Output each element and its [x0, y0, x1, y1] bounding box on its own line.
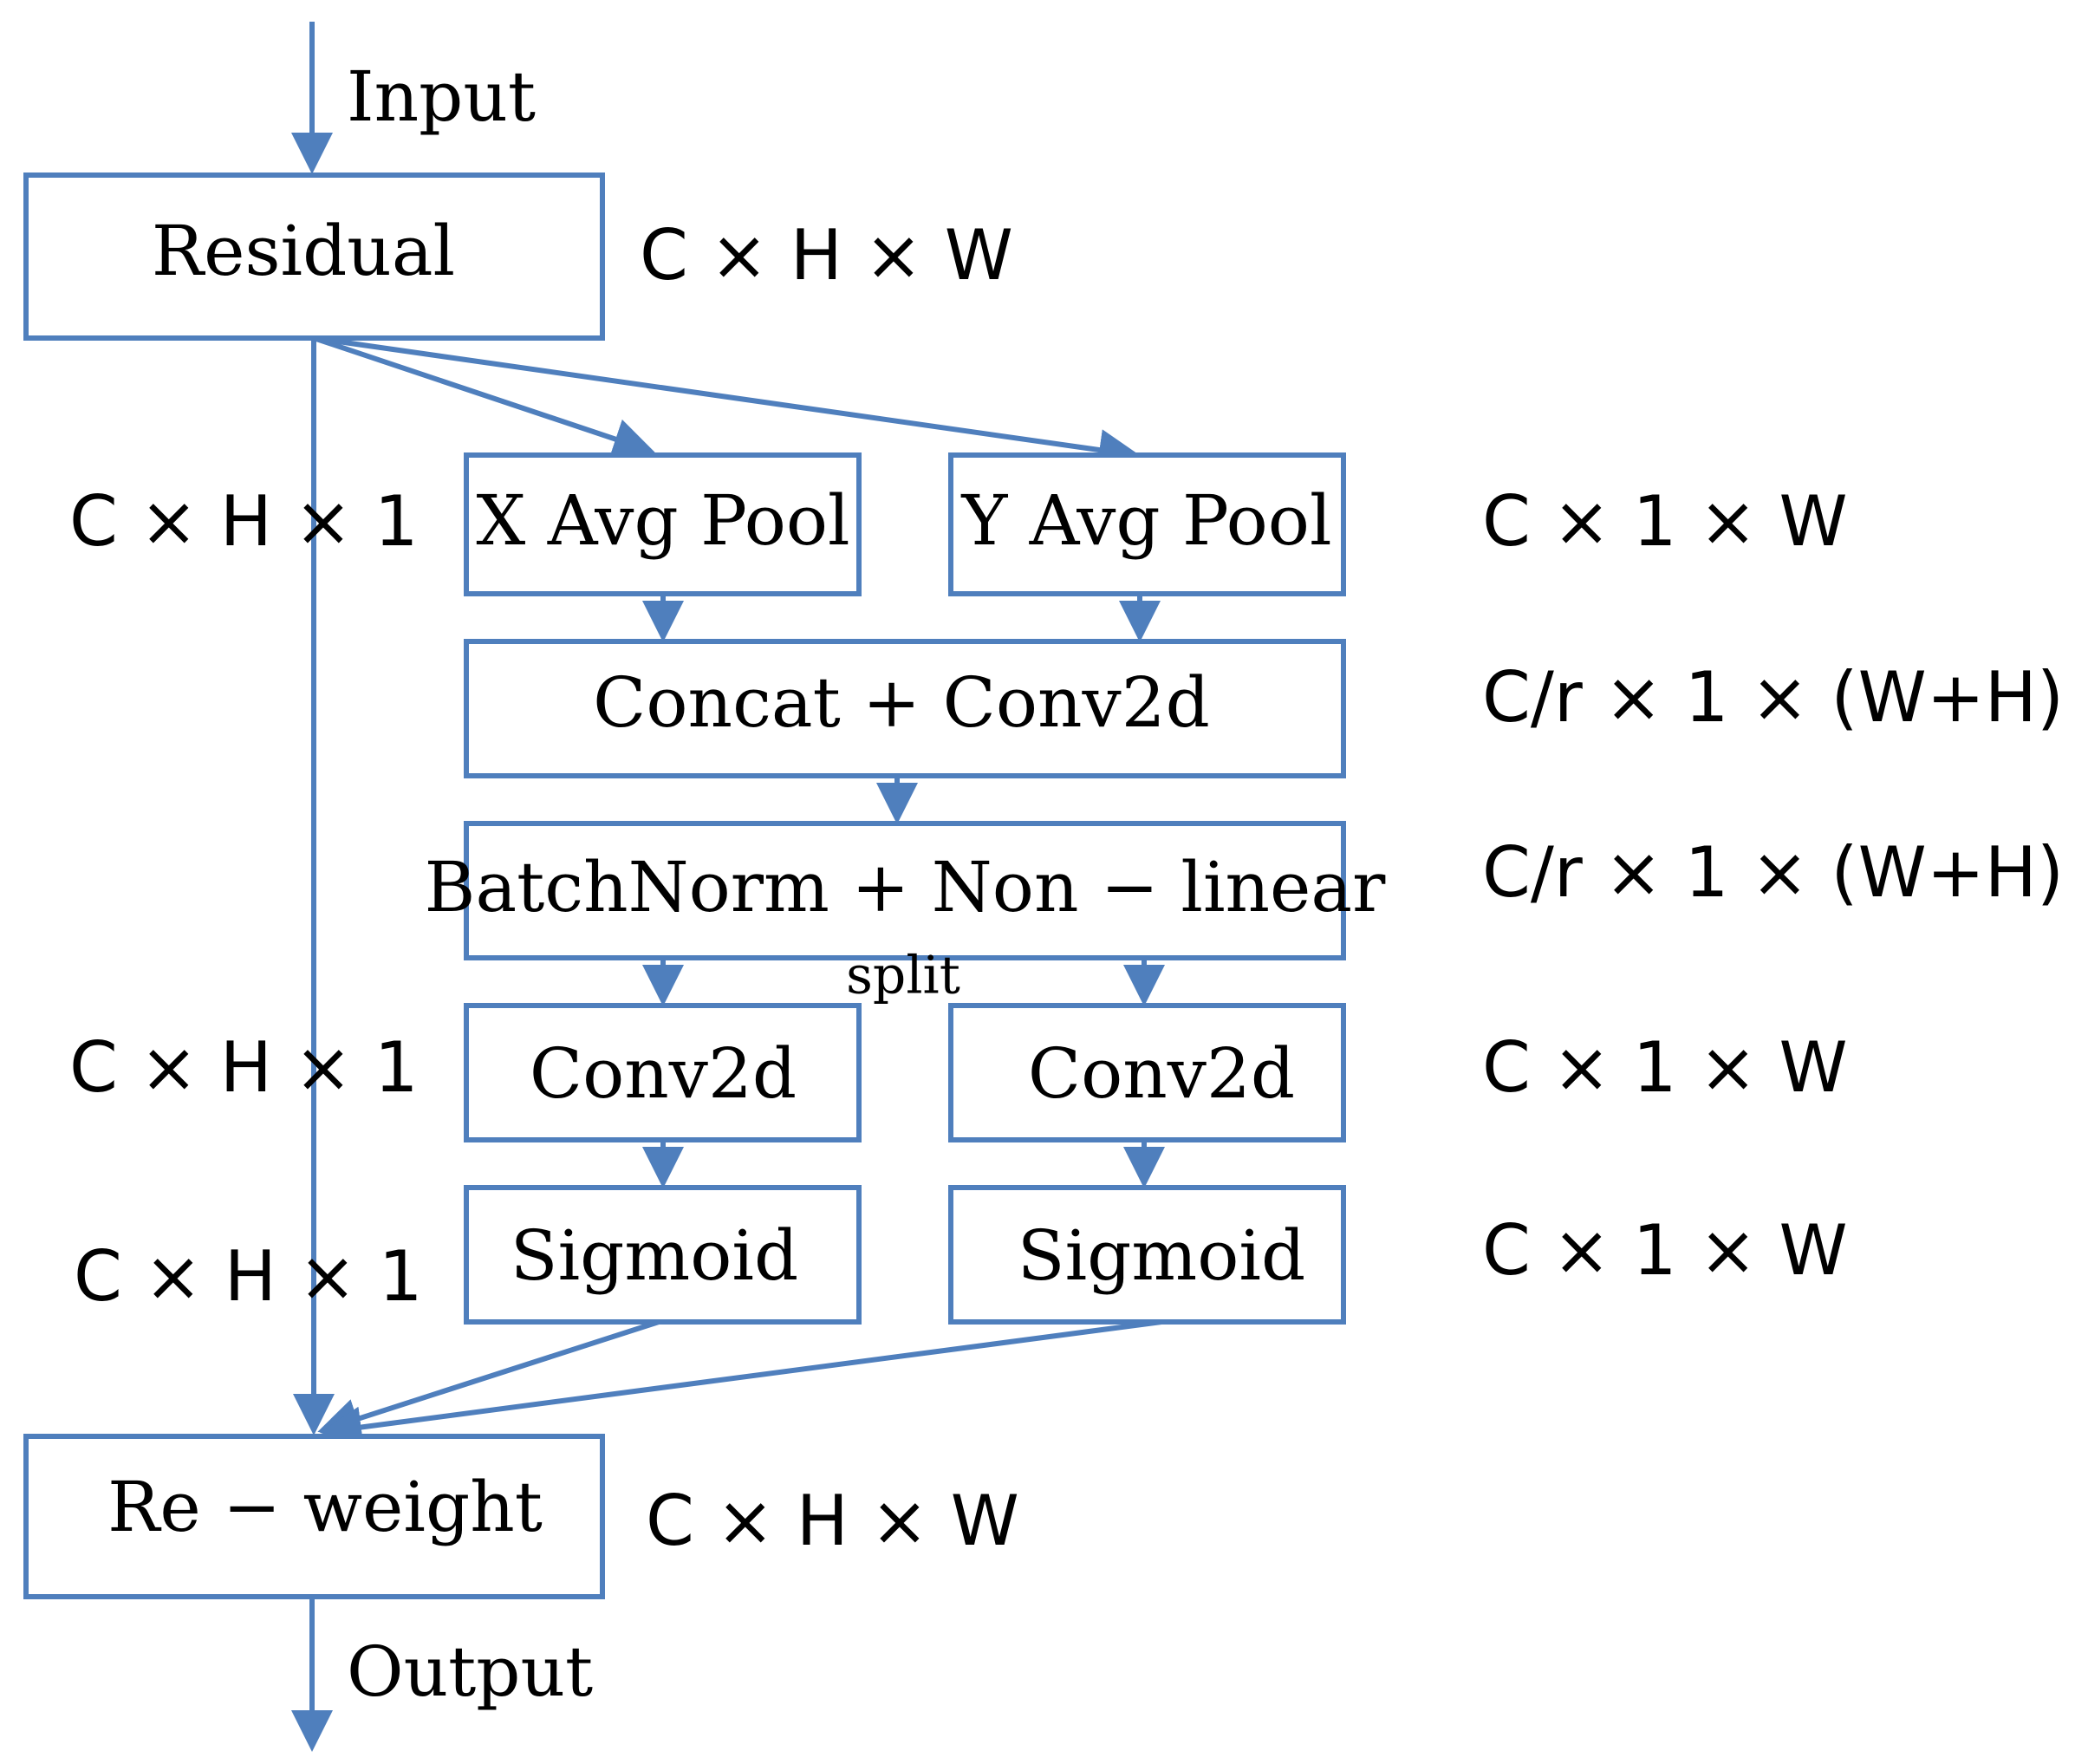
conv-left-label: Conv2d — [530, 1033, 797, 1114]
conv-left-box: Conv2d — [464, 1003, 862, 1142]
concat-dim: C/r × 1 × (W+H) — [1482, 657, 2064, 738]
reweight-dim: C × H × W — [646, 1481, 1019, 1561]
right-sigmoid-dim: C × 1 × W — [1482, 1210, 1848, 1291]
sigmoid-left-box: Sigmoid — [464, 1185, 862, 1325]
left-conv-dim: C × H × 1 — [69, 1027, 419, 1108]
residual-to-xpool-arrow — [313, 335, 655, 459]
sigmoid-left-to-reweight-arrow — [317, 1319, 660, 1439]
residual-dim: C × H × W — [640, 215, 1013, 296]
output-label: Output — [347, 1631, 593, 1712]
reweight-label: Re − weight — [107, 1467, 543, 1547]
batchnorm-dim: C/r × 1 × (W+H) — [1482, 832, 2064, 913]
conv-right-box: Conv2d — [948, 1003, 1346, 1142]
reweight-box: Re − weight — [23, 1434, 605, 1599]
edges — [291, 22, 1165, 1752]
x-avg-pool-box: X Avg Pool — [464, 452, 862, 596]
sigmoid-left-label: Sigmoid — [511, 1215, 798, 1296]
right-pool-dim: C × 1 × W — [1482, 481, 1848, 562]
y-avg-pool-box: Y Avg Pool — [948, 452, 1346, 596]
residual-to-ypool-arrow — [313, 335, 1141, 471]
left-sigmoid-dim: C × H × 1 — [74, 1236, 423, 1317]
concat-conv-label: Concat + Conv2d — [593, 662, 1210, 743]
x-avg-pool-label: X Avg Pool — [476, 480, 849, 561]
batchnorm-label: BatchNorm + Non − linear — [425, 847, 1386, 928]
residual-box: Residual — [23, 172, 605, 341]
y-avg-pool-label: Y Avg Pool — [960, 480, 1331, 561]
input-label: Input — [347, 56, 536, 137]
sigmoid-right-label: Sigmoid — [1018, 1215, 1305, 1296]
sigmoid-right-to-reweight-arrow — [320, 1319, 1162, 1448]
concat-conv-box: Concat + Conv2d — [464, 639, 1346, 778]
right-conv-dim: C × 1 × W — [1482, 1027, 1848, 1108]
left-pool-dim: C × H × 1 — [69, 481, 419, 562]
residual-label: Residual — [152, 211, 455, 291]
split-label: split — [846, 946, 960, 1006]
batchnorm-box: BatchNorm + Non − linear — [425, 821, 1386, 960]
conv-right-label: Conv2d — [1028, 1033, 1295, 1114]
sigmoid-right-box: Sigmoid — [948, 1185, 1346, 1325]
